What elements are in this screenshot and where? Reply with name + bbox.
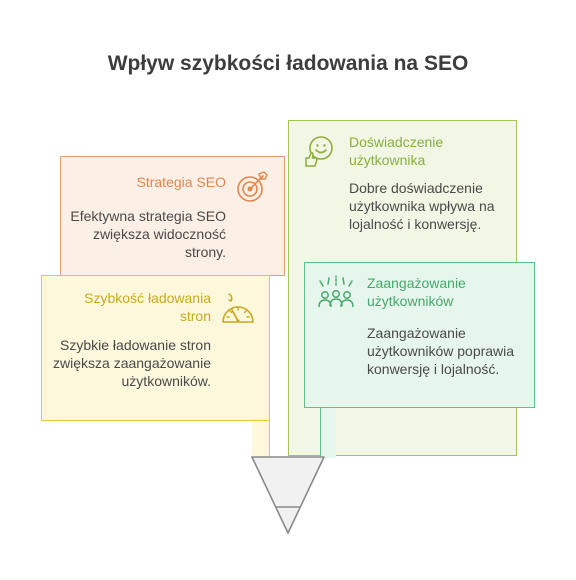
card-user-engagement: Zaangażowanie użytkowników Zaangażowanie…: [304, 262, 535, 408]
page-title: Wpływ szybkości ładowania na SEO: [107, 52, 469, 75]
card-title: Strategia SEO: [136, 174, 227, 190]
green-card-stem: [320, 406, 336, 458]
card-page-load-speed: Szybkość ładowania stron Szybkie ładowan…: [41, 275, 270, 421]
card-description: Szybkie ładowanie stron zwiększa zaangaż…: [53, 337, 211, 389]
speedometer-icon: [222, 293, 254, 323]
card-seo-strategy: Strategia SEO Efektywna strategia SEO zw…: [60, 156, 285, 276]
card-title: Doświadczenie użytkownika: [349, 134, 444, 168]
yellow-card-stem: [252, 419, 270, 458]
card-description: Zaangażowanie użytkowników poprawia konw…: [367, 325, 515, 377]
card-title: Zaangażowanie użytkowników: [367, 275, 466, 309]
target-arrow-icon: [237, 171, 268, 202]
happy-face-thumbs-up-icon: [305, 136, 333, 167]
card-description: Dobre doświadczenie użytkownika wpływa n…: [349, 180, 495, 232]
card-description: Efektywna strategia SEO zwiększa widoczn…: [70, 208, 226, 260]
cheering-group-icon: [318, 275, 354, 308]
card-title: Szybkość ładowania stron: [84, 290, 211, 324]
funnel-icon: [251, 456, 325, 534]
